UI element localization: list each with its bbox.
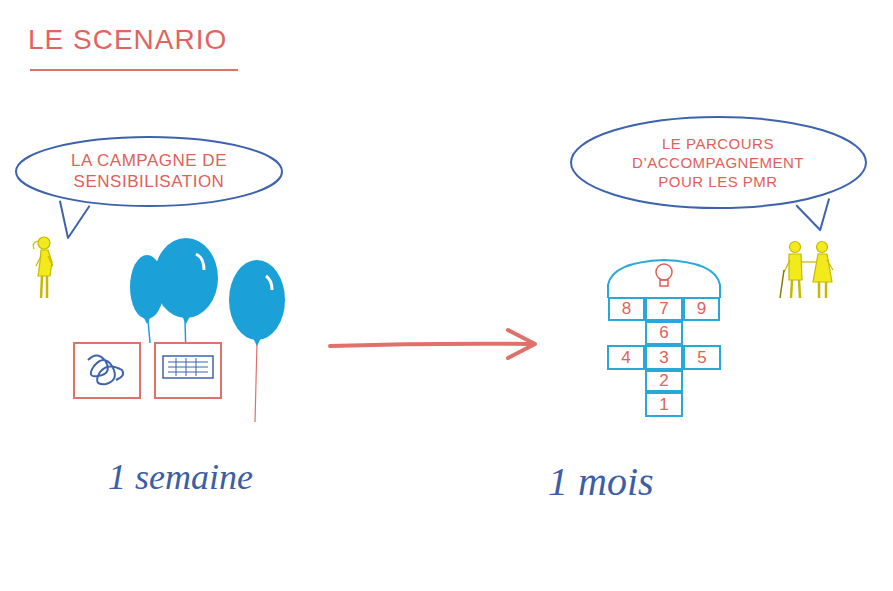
hopscotch-cell: 1 <box>645 392 683 417</box>
hopscotch-cell: 9 <box>683 297 720 321</box>
cell-number: 1 <box>659 396 668 414</box>
hopscotch-cell: 8 <box>608 297 645 321</box>
duration-label: 1 semaine <box>108 456 253 498</box>
cell-number: 4 <box>621 349 630 367</box>
cell-number: 7 <box>659 300 668 318</box>
cell-number: 9 <box>697 300 706 318</box>
bubble-text: LA CAMPAGNE DE SENSIBILISATION <box>62 150 237 192</box>
hopscotch-cell: 3 <box>645 345 683 370</box>
cell-number: 5 <box>697 349 706 367</box>
cell-number: 2 <box>659 372 668 390</box>
hopscotch-cell: 5 <box>683 345 721 370</box>
bubble-tail <box>796 198 829 229</box>
hopscotch-dome <box>608 260 720 298</box>
balloons <box>130 238 285 422</box>
hopscotch-cell: 6 <box>645 321 683 345</box>
campaign-posters <box>74 343 221 398</box>
cell-number: 8 <box>622 300 631 318</box>
bubble-ellipse <box>16 137 282 206</box>
hopscotch-cell: 7 <box>645 297 683 321</box>
cell-number: 6 <box>659 324 668 342</box>
duration-label: 1 mois <box>548 458 654 505</box>
time-arrow <box>330 330 535 358</box>
bubble-outline <box>14 135 284 208</box>
title: LE SCENARIO <box>28 24 227 56</box>
bubble-ellipse <box>571 117 866 208</box>
elderly-couple <box>780 242 833 299</box>
hopscotch-cell: 2 <box>645 370 683 392</box>
hopscotch-cell: 4 <box>607 345 645 370</box>
title-underline <box>30 69 238 71</box>
bubble-text: LE PARCOURS D’ACCOMPAGNEMENT POUR LES PM… <box>621 134 816 191</box>
bubble-tail <box>60 200 90 237</box>
woman-figure <box>33 237 53 298</box>
speech-bubble: LA CAMPAGNE DE SENSIBILISATION <box>14 135 284 208</box>
speech-bubble: LE PARCOURS D’ACCOMPAGNEMENT POUR LES PM… <box>569 115 868 210</box>
cell-number: 3 <box>659 349 668 367</box>
